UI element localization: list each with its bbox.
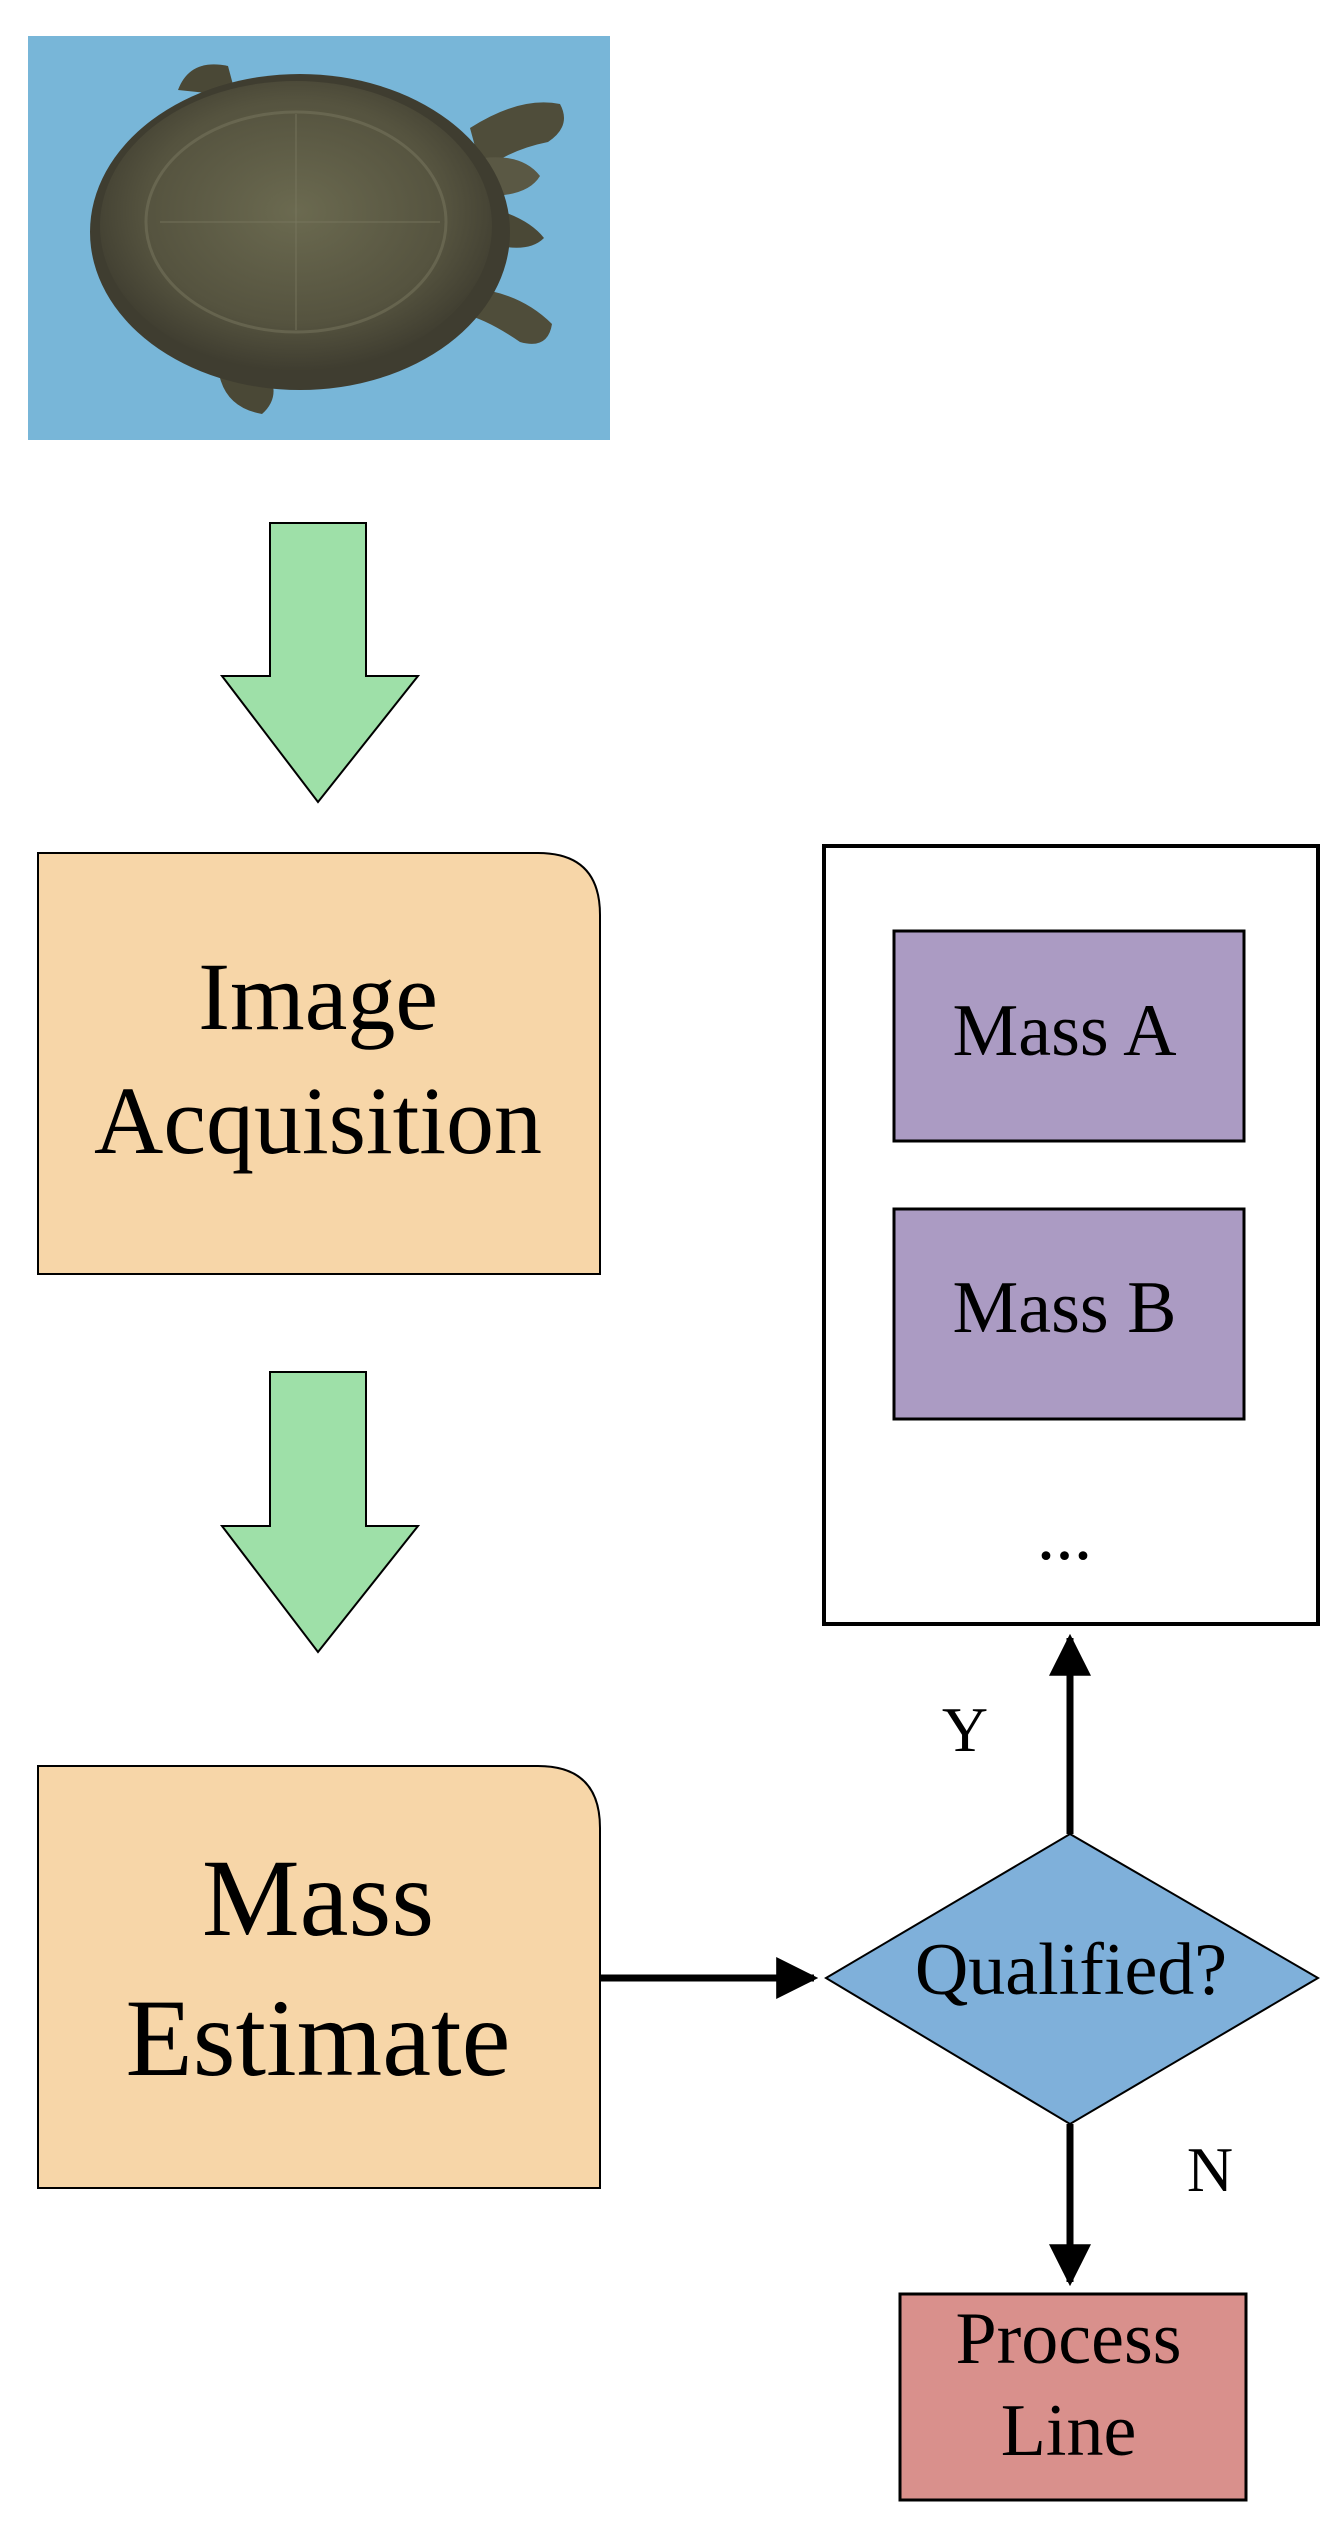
process-line-label: Process Line [955, 2297, 1182, 2472]
mass-a-box [892, 929, 1246, 1143]
mass-estimate-box [37, 1765, 601, 2189]
mass-a-label: Mass A [952, 989, 1177, 1072]
more-classes-label: ... [1036, 1493, 1093, 1576]
mass-b-label: Mass B [952, 1266, 1177, 1349]
mass-b-box [892, 1207, 1246, 1421]
turtle-icon [90, 64, 564, 414]
mass-estimate-label: Mass Estimate [125, 1836, 511, 2099]
down-arrow-1 [219, 522, 421, 804]
turtle-photo [28, 36, 610, 440]
image-acquisition-box [37, 852, 601, 1275]
process-line-box [898, 2292, 1248, 2502]
yes-branch-label: Y [941, 1694, 989, 1765]
down-arrow-2 [219, 1371, 421, 1654]
qualified-label: Qualified? [914, 1928, 1228, 2011]
no-branch-label: N [1186, 2134, 1234, 2205]
image-acquisition-label: Image Acquisition [94, 942, 542, 1174]
